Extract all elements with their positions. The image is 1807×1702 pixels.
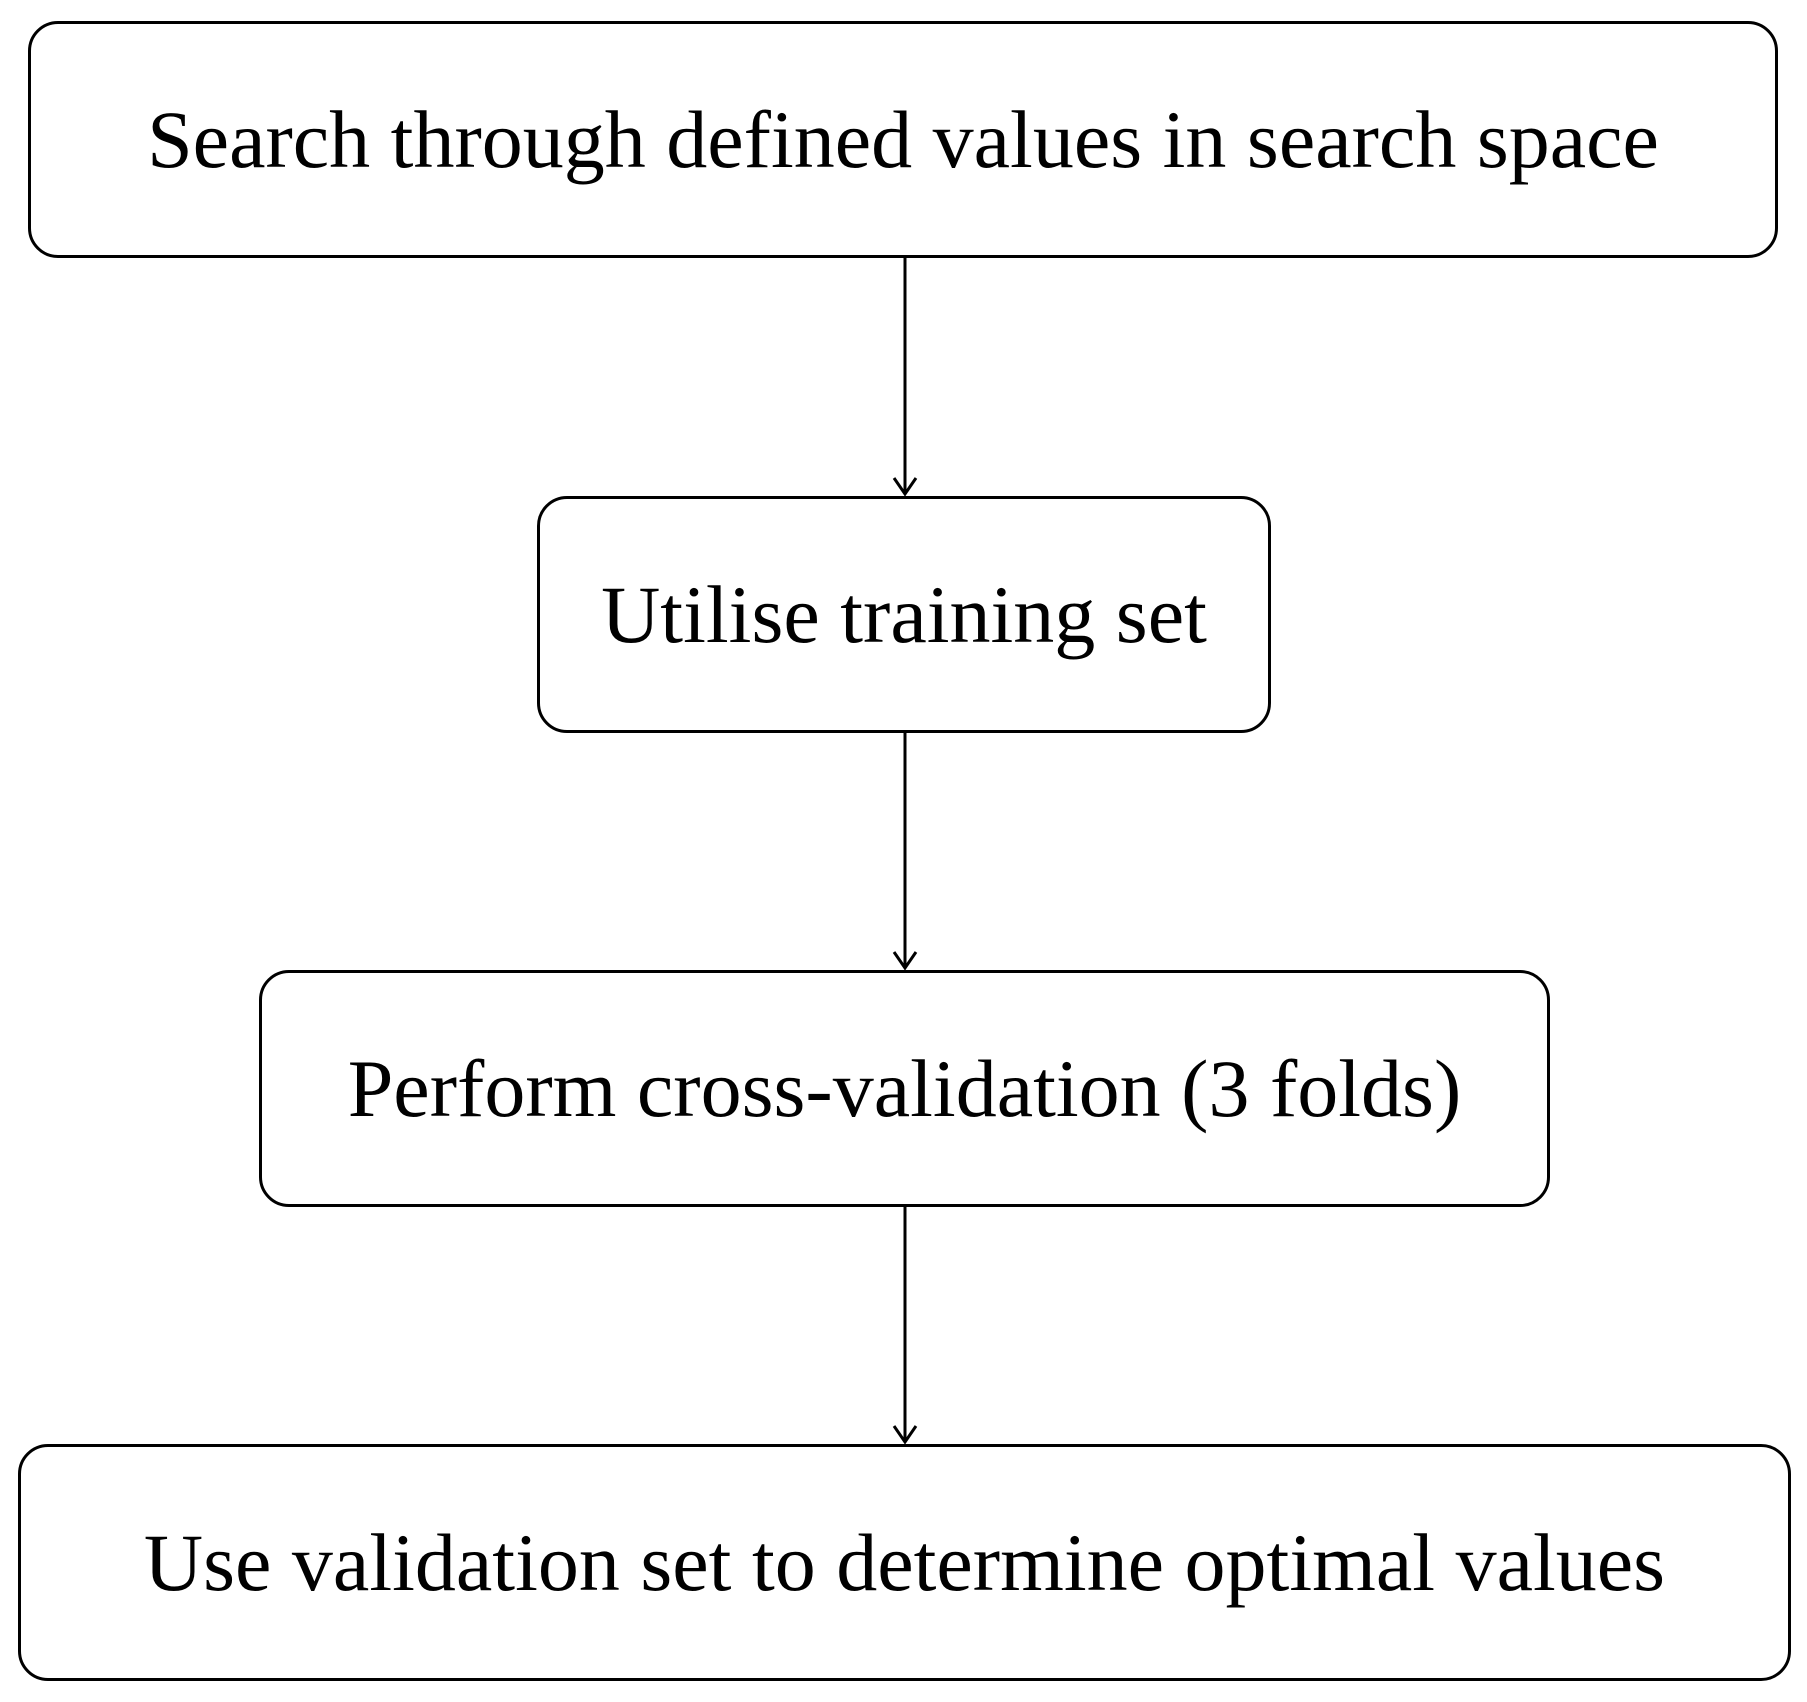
arrow-step2-to-step3 xyxy=(892,733,918,971)
step-cross-validation-label: Perform cross-validation (3 folds) xyxy=(347,1042,1462,1134)
step-cross-validation-box: Perform cross-validation (3 folds) xyxy=(259,970,1550,1207)
arrow-step3-to-step4 xyxy=(892,1207,918,1445)
step-training-label: Utilise training set xyxy=(601,568,1207,660)
step-search-box: Search through defined values in search … xyxy=(28,21,1778,258)
step-validation-box: Use validation set to determine optimal … xyxy=(18,1444,1791,1681)
arrow-step1-to-step2 xyxy=(892,258,918,497)
step-training-box: Utilise training set xyxy=(537,496,1271,733)
step-search-label: Search through defined values in search … xyxy=(147,93,1659,185)
step-validation-label: Use validation set to determine optimal … xyxy=(143,1516,1666,1608)
